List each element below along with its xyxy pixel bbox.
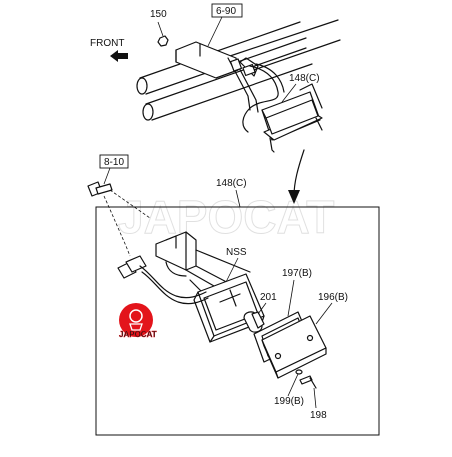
label-150: 150: [150, 9, 167, 20]
detail-frame: [95, 206, 380, 436]
label-nss: NSS: [226, 247, 247, 258]
label-148c-top: 148(C): [289, 73, 320, 84]
ref-box-6-90: [211, 3, 243, 18]
bracket-top: [175, 41, 259, 113]
label-198: 198: [310, 410, 327, 421]
label-6-90: 6-90: [216, 6, 236, 17]
harness-top: [242, 63, 285, 133]
watermark-text: JAPOCAT: [118, 191, 334, 243]
detail-arrow: [288, 149, 305, 204]
harness-detail: [117, 255, 209, 305]
logo-text: JAPOCAT: [119, 330, 157, 339]
nut-150-icon: [157, 35, 169, 47]
callouts-detail: NSS 197(B) 196(B) 201 199(B) 198: [225, 247, 348, 421]
label-197b: 197(B): [282, 268, 312, 279]
label-8-10: 8-10: [104, 157, 124, 168]
label-201: 201: [260, 292, 277, 303]
side-lamp-top: [261, 83, 323, 153]
bulb-201: [243, 311, 265, 333]
japocat-logo: JAPOCAT: [119, 303, 157, 339]
front-arrow-icon: [110, 50, 128, 62]
lens-196b: [261, 315, 327, 379]
connector-group: 8-10: [87, 154, 151, 257]
ref-box-8-10: [99, 154, 129, 169]
label-front: FRONT: [90, 38, 124, 49]
callouts-top: 150 6-90 148(C) FRONT: [90, 3, 320, 103]
washer-icon: [295, 369, 303, 375]
fasteners: [295, 369, 317, 389]
label-199b: 199(B): [274, 396, 304, 407]
screw-icon: [299, 375, 313, 385]
label-196b: 196(B): [318, 292, 348, 303]
label-148c-box: 148(C): [216, 178, 247, 189]
